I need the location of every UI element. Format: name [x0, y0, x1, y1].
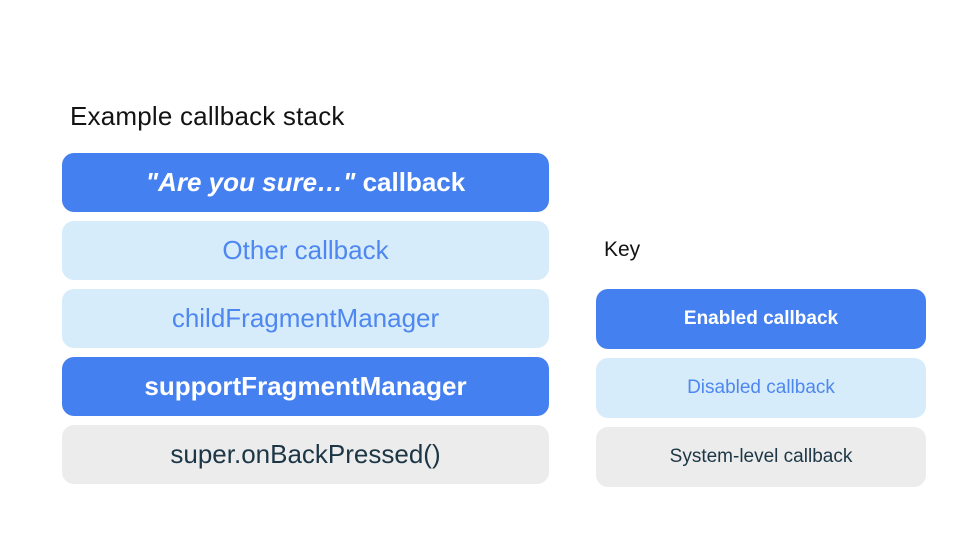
stack-item-other-callback-label: Other callback	[222, 235, 389, 265]
key-item-disabled-label: Disabled callback	[687, 377, 835, 398]
stack-item-support-fragment-manager: supportFragmentManager	[62, 357, 549, 416]
stack-item-support-fragment-manager-label: supportFragmentManager	[144, 371, 467, 401]
key-item-enabled-label: Enabled callback	[683, 308, 839, 329]
stack-item-super-onbackpressed: super.onBackPressed()	[62, 425, 549, 484]
stack-item-other-callback: Other callback	[62, 221, 549, 280]
stack-item-are-you-sure: "Are you sure…" callback	[62, 153, 549, 212]
stack-item-are-you-sure-rest-label: callback	[355, 167, 466, 197]
key-legend: Enabled callback Disabled callback Syste…	[596, 289, 926, 487]
callback-stack: "Are you sure…" callback Other callback …	[62, 153, 549, 484]
key-item-system-label: System-level callback	[669, 446, 853, 467]
key-item-enabled: Enabled callback	[596, 289, 926, 349]
stack-item-child-fragment-manager: childFragmentManager	[62, 289, 549, 348]
stack-item-are-you-sure-quoted-label: "Are you sure…"	[145, 167, 356, 197]
stack-title: Example callback stack	[70, 101, 345, 131]
key-title: Key	[604, 238, 641, 261]
key-item-system: System-level callback	[596, 427, 926, 487]
stack-item-super-onbackpressed-label: super.onBackPressed()	[170, 439, 441, 469]
key-item-disabled: Disabled callback	[596, 358, 926, 418]
stack-item-child-fragment-manager-label: childFragmentManager	[171, 303, 440, 333]
